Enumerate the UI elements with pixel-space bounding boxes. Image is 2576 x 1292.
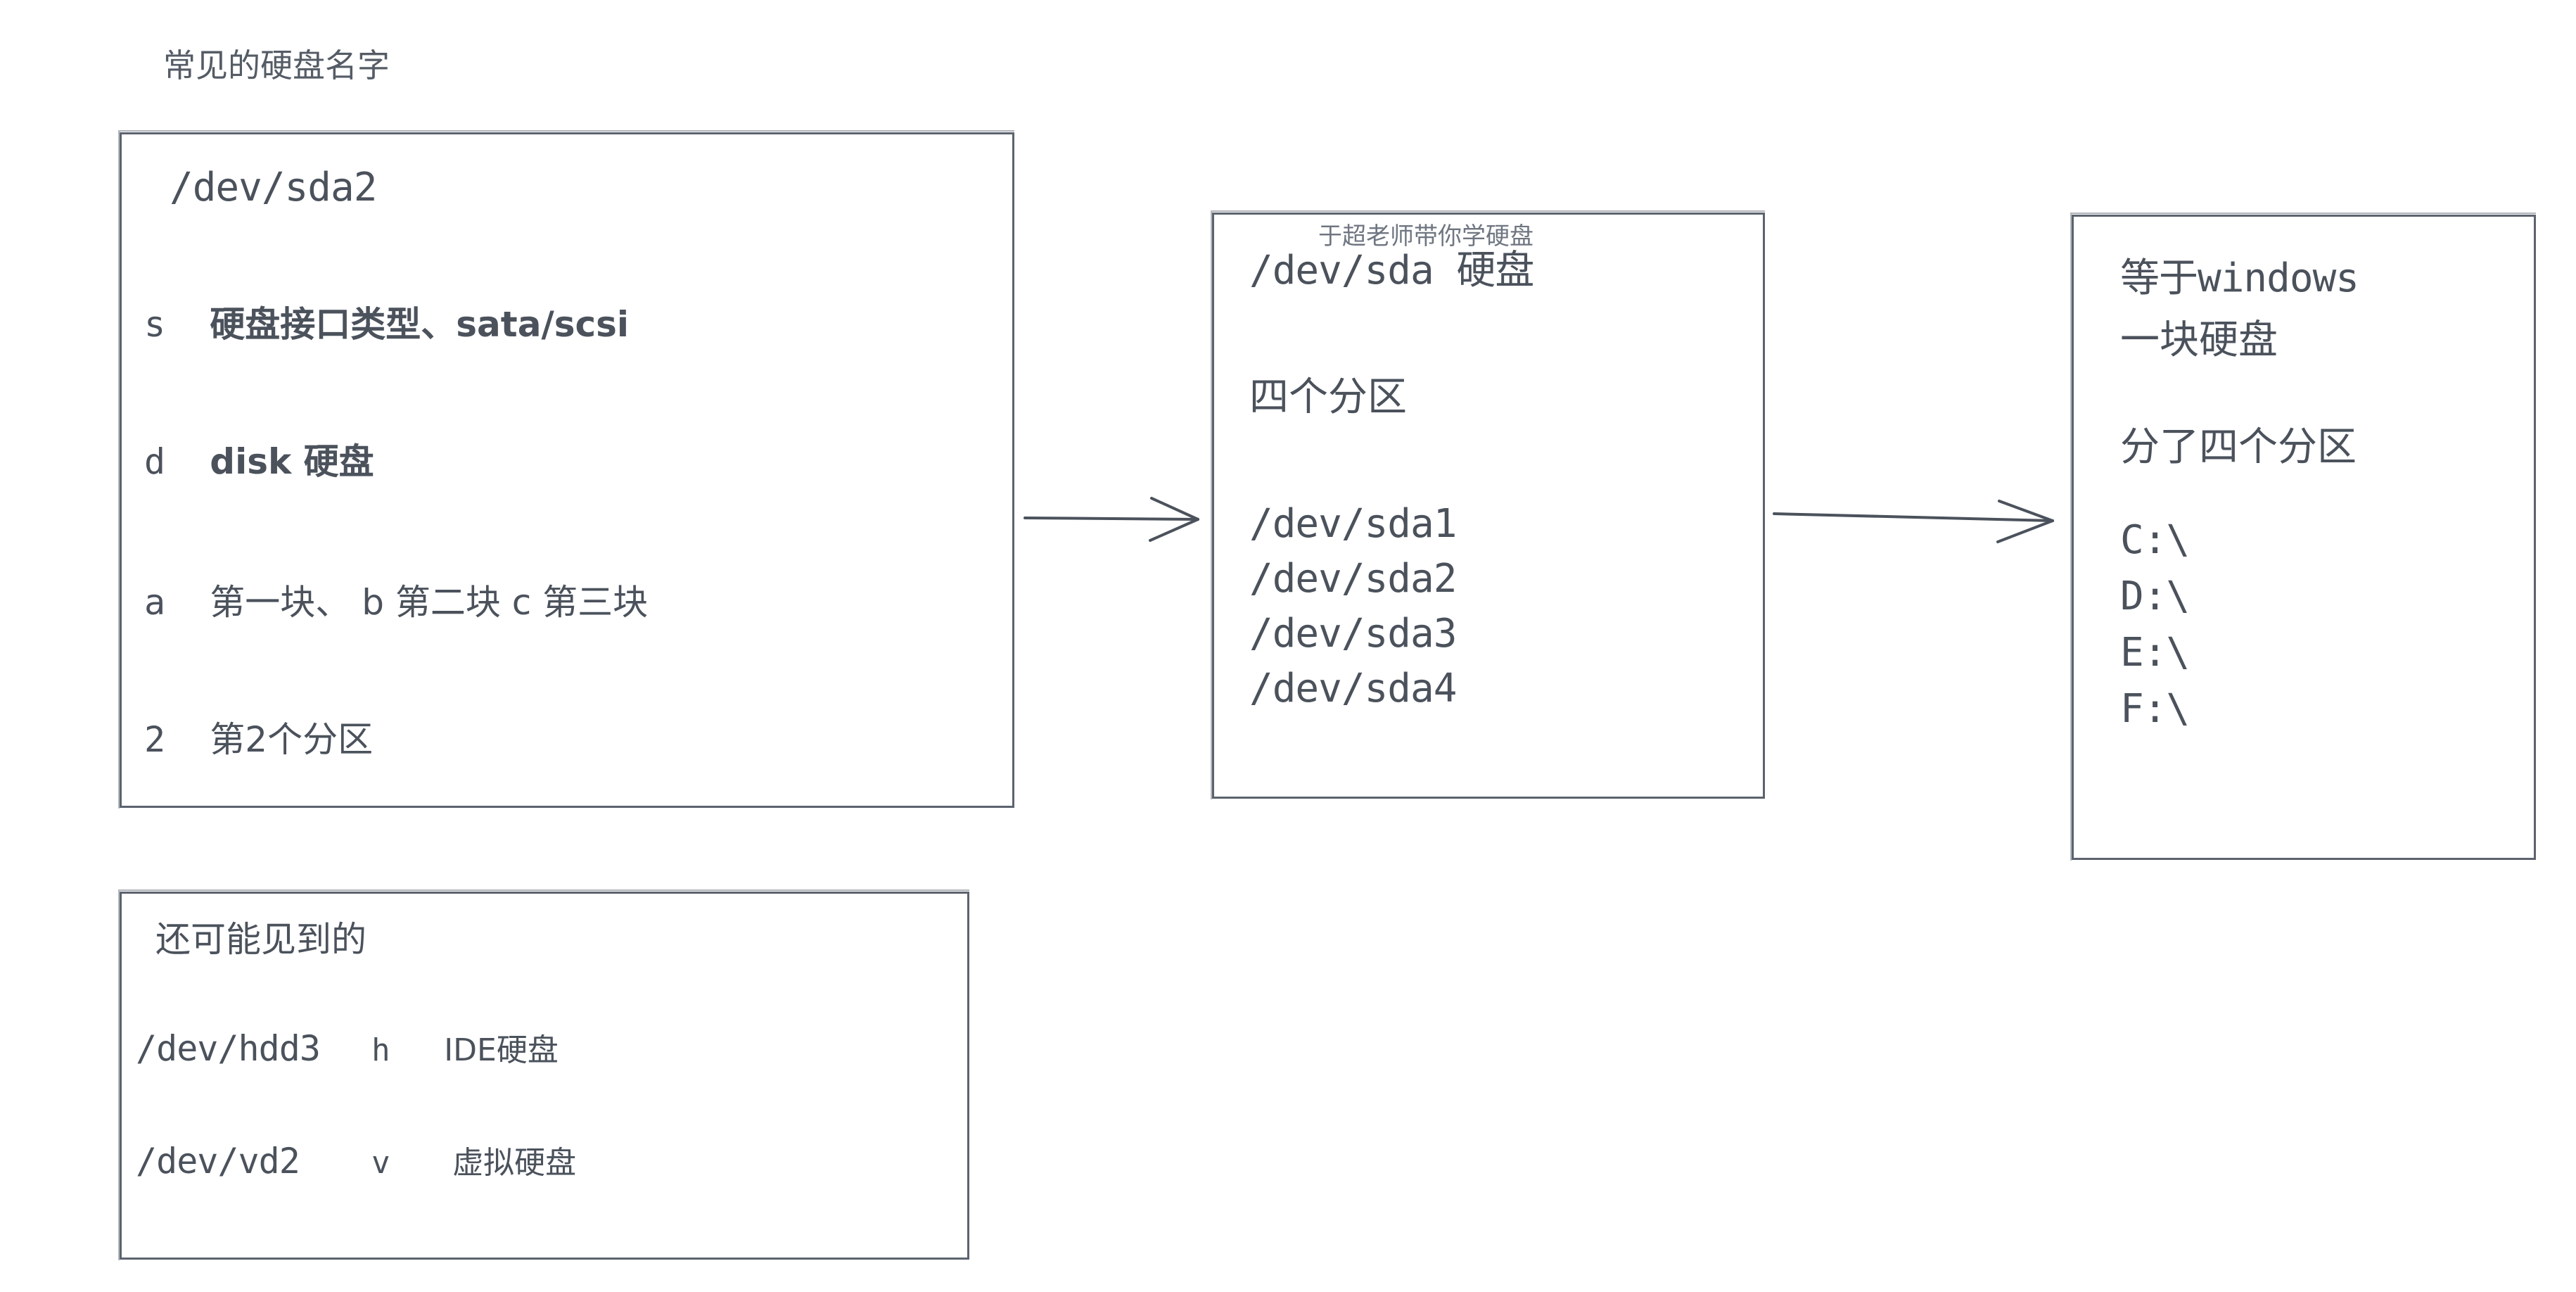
other-desc-h: IDE硬盘 xyxy=(444,1032,559,1068)
naming-desc-d: disk 硬盘 xyxy=(210,441,374,482)
disk-naming-box: /dev/sda2 s 硬盘接口类型、sata/scsi d disk 硬盘 a… xyxy=(118,130,1014,809)
windows-line3: 分了四个分区 xyxy=(2120,424,2357,470)
other-device-names-box: 还可能见到的 /dev/hdd3 h IDE硬盘 /dev/vd2 v 虚拟硬盘 xyxy=(118,889,969,1260)
sda-partition-4: /dev/sda4 xyxy=(1249,666,1457,711)
sda-partition-3: /dev/sda3 xyxy=(1249,611,1457,657)
naming-row-s: s 硬盘接口类型、sata/scsi xyxy=(144,307,629,342)
sda-disk-box: 于超老师带你学硬盘 /dev/sda 硬盘 四个分区 /dev/sda1 /de… xyxy=(1211,210,1765,799)
windows-drive-e: E:\ xyxy=(2120,630,2190,676)
windows-line1: 等于windows xyxy=(2120,255,2359,301)
naming-key-s: s xyxy=(144,304,165,345)
naming-key-d: d xyxy=(144,441,165,482)
other-key-h: h xyxy=(371,1032,390,1068)
naming-row-2: 2 第2个分区 xyxy=(144,722,373,757)
other-heading: 还可能见到的 xyxy=(155,919,366,960)
windows-equivalent-box: 等于windows 一块硬盘 分了四个分区 C:\ D:\ E:\ F:\ xyxy=(2070,213,2536,861)
windows-drive-c: C:\ xyxy=(2120,517,2190,563)
other-row-vd: /dev/vd2 v 虚拟硬盘 xyxy=(136,1144,576,1179)
naming-key-2: 2 xyxy=(144,719,165,760)
sda-subtitle: 四个分区 xyxy=(1249,374,1407,420)
naming-row-a: a 第一块、 b 第二块 c 第三块 xyxy=(144,585,648,620)
arrow-naming-to-disk xyxy=(1024,497,1199,542)
naming-desc-2: 第2个分区 xyxy=(210,719,374,760)
naming-desc-a: 第一块、 b 第二块 c 第三块 xyxy=(210,582,649,623)
page-title: 常见的硬盘名字 xyxy=(163,46,390,84)
windows-line2: 一块硬盘 xyxy=(2120,317,2278,363)
arrow-disk-to-windows xyxy=(1773,500,2054,543)
windows-drive-d: D:\ xyxy=(2120,574,2190,619)
other-device-hdd3: /dev/hdd3 xyxy=(136,1028,321,1069)
naming-row-d: d disk 硬盘 xyxy=(144,444,374,479)
other-key-v: v xyxy=(371,1145,390,1181)
windows-drive-f: F:\ xyxy=(2120,686,2190,732)
sda-title: /dev/sda 硬盘 xyxy=(1249,248,1534,293)
naming-heading: /dev/sda2 xyxy=(170,165,377,210)
watermark-text: 于超老师带你学硬盘 xyxy=(1318,222,1534,251)
sda-partition-2: /dev/sda2 xyxy=(1249,556,1457,602)
other-row-hdd: /dev/hdd3 h IDE硬盘 xyxy=(136,1031,559,1066)
other-device-vd2: /dev/vd2 xyxy=(136,1141,300,1182)
sda-partition-1: /dev/sda1 xyxy=(1249,501,1457,547)
other-desc-v: 虚拟硬盘 xyxy=(452,1145,577,1181)
naming-key-a: a xyxy=(144,582,165,623)
naming-desc-s: 硬盘接口类型、sata/scsi xyxy=(210,304,629,345)
